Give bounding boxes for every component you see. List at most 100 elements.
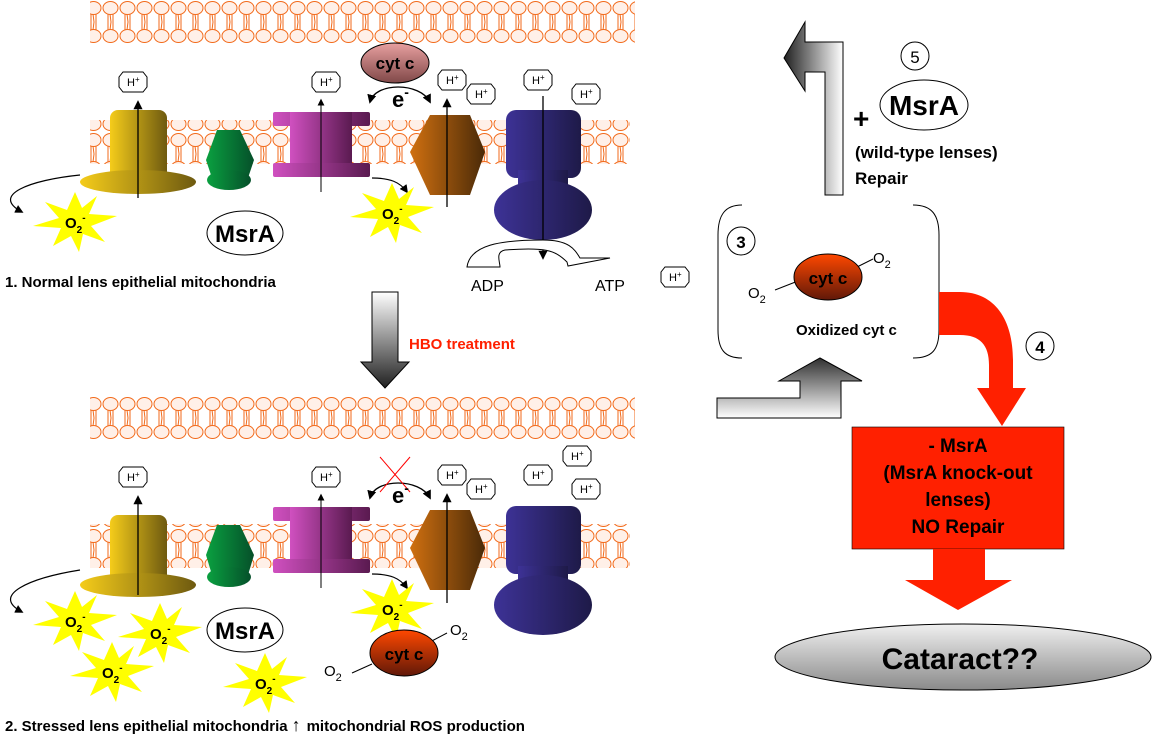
svg-text:O2-: O2-	[255, 674, 276, 697]
panel-normal-mitochondria: H+ H+ cyt c e- H+ H+	[5, 0, 690, 295]
step-4-badge	[1025, 331, 1055, 361]
oxidized-cytc-bracket	[717, 204, 940, 359]
repair-label: Repair	[855, 169, 908, 188]
proton-icon: H+	[311, 466, 341, 488]
msra-enzyme-bubble	[879, 79, 969, 131]
proton-icon: H+	[571, 478, 601, 500]
svg-text:O2-: O2-	[65, 612, 86, 635]
oxidized-cytochrome-c	[369, 629, 439, 677]
oxygen-label: O2	[748, 285, 766, 306]
superoxide-burst: O2-	[350, 579, 434, 639]
svg-text:H+: H+	[532, 468, 545, 482]
svg-text:O2-: O2-	[102, 663, 123, 686]
cataract-ellipse	[774, 623, 1152, 691]
electron-leak-arrow	[9, 174, 81, 213]
proton-icon: H+	[562, 445, 592, 467]
proton-icon: H+	[437, 69, 467, 91]
superoxide-leak-arrow	[371, 177, 408, 194]
hbo-down-arrow	[359, 291, 411, 389]
msra-label: MsrA	[215, 618, 275, 645]
electron-label: e-	[392, 480, 409, 508]
svg-text:O2-: O2-	[382, 204, 403, 227]
svg-text:H+: H+	[446, 468, 459, 482]
repair-arrow-shape	[783, 20, 844, 196]
oxygen-label: O2	[450, 622, 468, 643]
hbo-transition: HBO treatment	[359, 291, 515, 389]
msra-enzyme-bubble	[206, 210, 284, 256]
proton-icon: H+	[466, 478, 496, 500]
cytochrome-c	[360, 42, 430, 84]
msra-label: MsrA	[215, 221, 275, 248]
proton-icon: H+	[466, 83, 496, 105]
cataract-arrow	[905, 549, 1012, 610]
knockout-line-4: NO Repair	[912, 517, 1006, 538]
svg-text:H+: H+	[571, 449, 584, 463]
svg-text:O2-: O2-	[150, 624, 171, 647]
proton-icon: H+	[118, 466, 148, 488]
msra-protein	[206, 525, 254, 587]
adp-atp-conversion-arrow	[466, 239, 611, 268]
knockout-line-3: lenses)	[925, 490, 990, 511]
outer-membrane-2	[90, 395, 635, 439]
svg-text:H+: H+	[475, 482, 488, 496]
proton-icon: H+	[118, 71, 148, 93]
step-4-label: 4	[1035, 338, 1045, 357]
svg-text:H+: H+	[127, 75, 140, 89]
msra-label: MsrA	[889, 90, 959, 121]
oxidation-input-arrow	[716, 357, 863, 419]
svg-text:H+: H+	[320, 75, 333, 89]
no-repair-arrow	[939, 292, 1026, 426]
step-3-badge	[726, 226, 756, 256]
oxygen-label: O2	[873, 250, 891, 271]
svg-text:H+: H+	[580, 482, 593, 496]
cytc-label: cyt c	[376, 54, 415, 73]
knockout-line-2: (MsrA knock-out	[883, 463, 1033, 484]
knockout-line-1: - MsrA	[928, 436, 987, 457]
superoxide-leak-arrow	[371, 573, 408, 590]
electron-label: e-	[392, 84, 409, 112]
svg-text:H+: H+	[532, 73, 545, 87]
proton-icon: H+	[571, 83, 601, 105]
oxygen-bond	[774, 280, 799, 291]
oxidized-cytochrome-c	[793, 253, 863, 301]
cytc-label: cyt c	[385, 645, 424, 664]
svg-text:O2-: O2-	[65, 213, 86, 236]
proton-icon: H+	[311, 71, 341, 93]
svg-text:H+: H+	[580, 87, 593, 101]
superoxide-burst: O2-	[70, 642, 154, 702]
oxygen-bond	[351, 663, 373, 674]
outer-membrane-1	[90, 0, 635, 44]
proton-icon: H+	[523, 69, 553, 91]
svg-text:H+: H+	[475, 87, 488, 101]
proton-icon: H+	[437, 464, 467, 486]
oxidized-cytc-label: Oxidized cyt c	[796, 322, 897, 339]
step-3-label: 3	[736, 233, 745, 252]
hbo-treatment-label: HBO treatment	[409, 336, 515, 353]
superoxide-burst: O2-	[118, 603, 202, 663]
adp-label: ADP	[471, 278, 504, 295]
cytc-label: cyt c	[809, 269, 848, 288]
electron-leak-arrow	[9, 569, 81, 613]
step-5-label: 5	[910, 48, 919, 67]
svg-text:H+: H+	[669, 270, 682, 284]
msra-protein	[206, 130, 254, 190]
superoxide-burst: O2-	[33, 591, 117, 651]
pathway-right: 5 + MsrA (wild-type lenses) Repair 3 cyt…	[716, 20, 1152, 691]
msra-knockout-box	[851, 426, 1065, 550]
plus-sign: +	[853, 103, 869, 134]
svg-text:H+: H+	[446, 73, 459, 87]
panel1-caption: 1. Normal lens epithelial mitochondria	[5, 274, 277, 291]
atp-synthase	[494, 506, 592, 635]
blocked-electron-transfer-arrow	[367, 482, 431, 500]
msra-enzyme-bubble	[206, 607, 284, 653]
proton-icon: H+	[523, 464, 553, 486]
proton-icon: H+	[660, 266, 690, 288]
panel-stressed-mitochondria: H+ H+ e- H+ H+ H+ H+ H+	[5, 395, 635, 735]
wild-type-label: (wild-type lenses)	[855, 143, 998, 162]
cataract-label: Cataract??	[882, 643, 1039, 676]
panel2-caption: 2. Stressed lens epithelial mitochondria…	[5, 715, 525, 735]
blocked-cross-icon	[379, 456, 411, 493]
electron-transfer-arrow	[367, 86, 431, 104]
superoxide-burst: O2-	[223, 653, 307, 713]
